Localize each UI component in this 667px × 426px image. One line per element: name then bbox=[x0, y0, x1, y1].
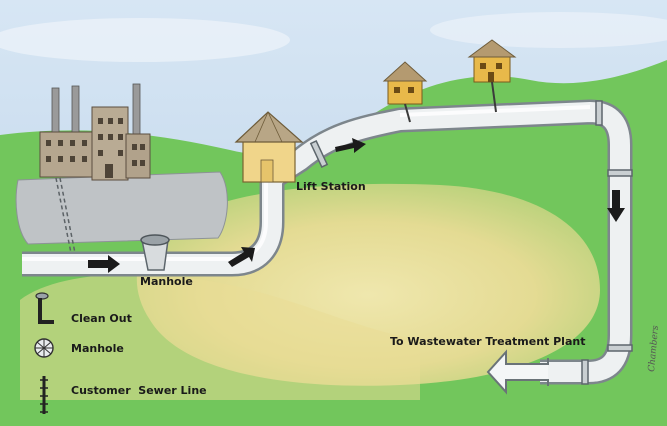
legend: Clean Out Manhole Customer Sewer Line bbox=[34, 292, 207, 414]
label-lift-station: Lift Station bbox=[296, 180, 366, 193]
underground-soil bbox=[20, 274, 420, 400]
lift-station-icon bbox=[234, 111, 304, 183]
legend-label-manhole: Manhole bbox=[71, 342, 124, 355]
cloud bbox=[0, 18, 290, 62]
house-icon bbox=[382, 61, 428, 105]
legend-label-customer-sewer-line: Customer Sewer Line bbox=[71, 384, 207, 397]
label-manhole: Manhole bbox=[140, 275, 193, 288]
flow-arrow bbox=[88, 138, 625, 273]
outlet-arrow bbox=[486, 349, 549, 395]
artist-signature: Chambers bbox=[647, 325, 661, 373]
manhole-icon bbox=[34, 338, 54, 358]
paved-lot bbox=[15, 171, 228, 245]
cloud bbox=[430, 12, 667, 48]
legend-label-clean-out: Clean Out bbox=[71, 312, 132, 325]
customer-sewer-line-icon bbox=[40, 376, 48, 414]
label-treatment-plant: To Wastewater Treatment Plant bbox=[390, 335, 585, 348]
factory-icon bbox=[39, 83, 151, 181]
customer-sewer-line bbox=[491, 81, 497, 113]
clean-out-icon bbox=[35, 292, 54, 324]
customer-sewer-line bbox=[404, 103, 411, 123]
house-icon bbox=[467, 39, 517, 83]
manhole-icon bbox=[140, 234, 170, 271]
